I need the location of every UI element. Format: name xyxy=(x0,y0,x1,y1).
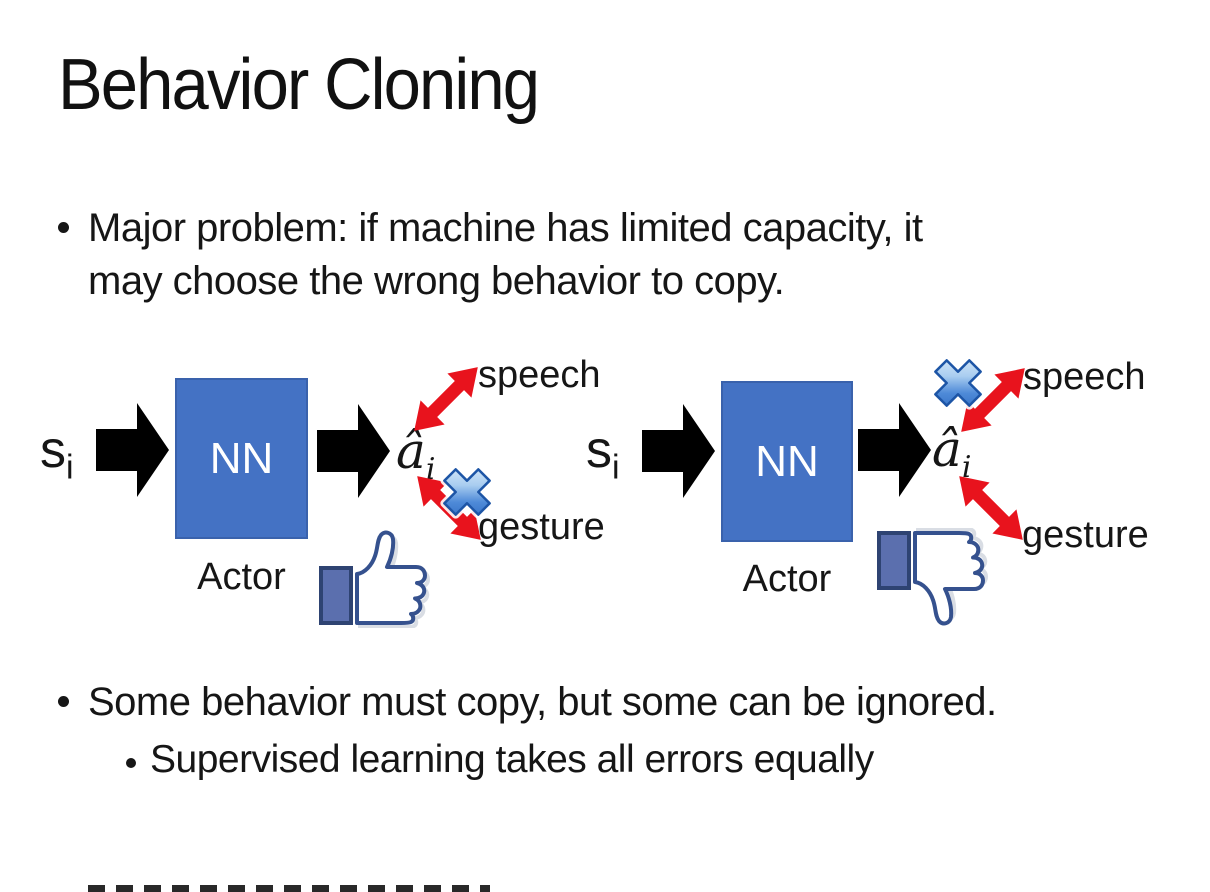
page-title: Behavior Cloning xyxy=(58,45,540,125)
sub-bullet-marker xyxy=(126,758,136,768)
bullet-1-line-2: may choose the wrong behavior to copy. xyxy=(88,259,785,303)
state-label: si xyxy=(40,421,74,487)
gesture-label: gesture xyxy=(478,506,605,548)
red-double-arrow-icon xyxy=(959,476,1023,540)
thumbs-down-icon xyxy=(877,528,988,626)
actor-label: Actor xyxy=(197,556,286,598)
action-label: âi xyxy=(932,420,972,485)
black-arrow-icon xyxy=(642,404,715,498)
black-arrow-icon xyxy=(317,404,390,498)
nn-box-label: NN xyxy=(755,436,819,486)
nn-box-label: NN xyxy=(209,433,274,483)
state-label: si xyxy=(586,421,620,487)
cutoff-text-artifact xyxy=(88,885,490,892)
bullet-1-line-1: Major problem: if machine has limited ca… xyxy=(88,206,923,250)
bullet-marker xyxy=(58,696,69,707)
bullet-2-text: Some behavior must copy, but some can be… xyxy=(88,680,997,724)
black-arrow-icon xyxy=(96,403,169,497)
gesture-label: gesture xyxy=(1022,514,1149,556)
bullet-1-text: Major problem: if machine has limited ca… xyxy=(88,202,923,308)
red-double-arrow-icon xyxy=(961,368,1025,432)
sub-bullet-text: Supervised learning takes all errors equ… xyxy=(150,738,874,781)
speech-label: speech xyxy=(478,354,601,396)
nn-box: NN xyxy=(721,381,853,542)
red-double-arrow-icon xyxy=(414,367,478,431)
actor-label: Actor xyxy=(742,558,832,600)
nn-box: NN xyxy=(175,378,308,539)
action-label: âi xyxy=(396,422,436,487)
cross-out-icon xyxy=(931,356,985,410)
speech-label: speech xyxy=(1023,356,1146,398)
bullet-marker xyxy=(58,222,69,233)
black-arrow-icon xyxy=(858,403,931,497)
thumbs-up-icon xyxy=(319,530,430,628)
cross-out-icon xyxy=(440,465,494,519)
